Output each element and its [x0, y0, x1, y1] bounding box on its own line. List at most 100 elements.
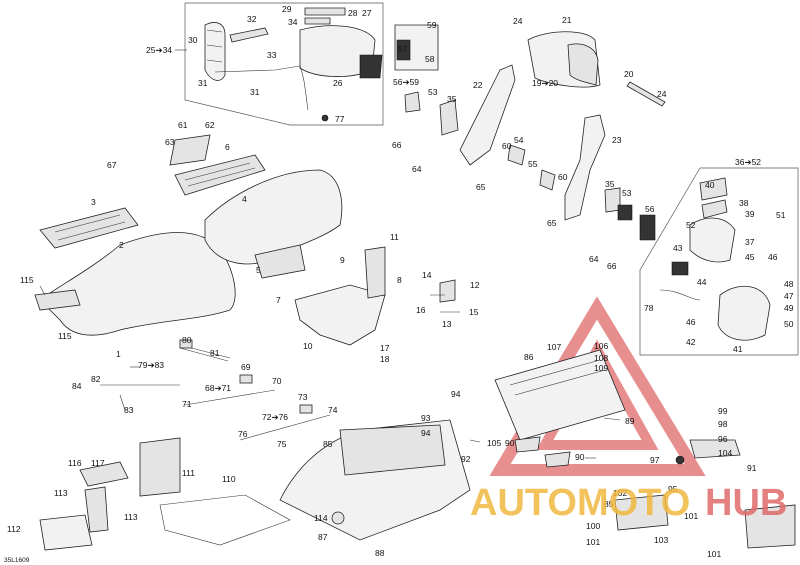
callout-label: 13 — [442, 319, 452, 329]
seat-assembly — [34, 134, 343, 336]
callout-label: 22 — [473, 80, 483, 90]
callout-label: 34 — [288, 17, 298, 27]
watermark-text-part1: AUTOMOTO — [470, 482, 690, 524]
callout-label: 103 — [654, 535, 668, 545]
callout-label: 93 — [421, 413, 431, 423]
callout-label: 35 — [447, 94, 457, 104]
callout-label: 26 — [333, 78, 343, 88]
seat-base — [294, 246, 460, 346]
callout-label: 98 — [718, 419, 728, 429]
callout-label: 86 — [524, 352, 534, 362]
callout-label: 32 — [247, 14, 257, 24]
callout-label: 23 — [612, 135, 622, 145]
callout-label: 50 — [784, 319, 794, 329]
callout-label: 55 — [528, 159, 538, 169]
callout-label: 59 — [427, 20, 437, 30]
callout-label: 60 — [558, 172, 568, 182]
callout-label: 105 — [487, 438, 501, 448]
callout-label: 82 — [91, 374, 101, 384]
callout-label: 101 — [684, 511, 698, 521]
leader-lines — [39, 49, 621, 459]
callout-label: 73 — [298, 392, 308, 402]
callout-label: 6 — [225, 142, 230, 152]
callout-label: 15 — [469, 307, 479, 317]
callout-label: 62 — [205, 120, 215, 130]
callout-label: 106 — [594, 341, 608, 351]
callout-label: 18 — [380, 354, 390, 364]
callout-label: 96 — [718, 434, 728, 444]
callout-label: 112 — [7, 524, 21, 534]
license-plate-brackets — [614, 439, 796, 549]
callout-label: 4 — [242, 194, 247, 204]
callout-label: 104 — [718, 448, 732, 458]
callout-label: 47 — [784, 291, 794, 301]
callout-label: 84 — [72, 381, 82, 391]
callout-label: 3 — [91, 197, 96, 207]
callout-label: 54 — [514, 135, 524, 145]
callout-label: 94 — [451, 389, 461, 399]
callout-label: 67 — [107, 160, 117, 170]
callout-label: 7 — [276, 295, 281, 305]
callout-label: 75 — [277, 439, 287, 449]
callout-label: 71 — [182, 399, 192, 409]
callout-label: 5 — [256, 265, 261, 275]
callout-label: 72➔76 — [262, 412, 288, 422]
callout-label: 48 — [784, 279, 794, 289]
callout-labels: 25➔34 30 32 29 34 28 27 33 26 31 31 77 5… — [7, 4, 794, 559]
callout-label: 52 — [686, 220, 696, 230]
callout-label: 36➔52 — [735, 157, 761, 167]
callout-label: 25➔34 — [146, 45, 172, 55]
callout-label: 74 — [328, 405, 338, 415]
backrest-pad-group — [184, 2, 384, 126]
callout-label: 31 — [250, 87, 260, 97]
callout-label: 12 — [470, 280, 480, 290]
callout-label: 109 — [594, 363, 608, 373]
diagram-id: 35L1609 — [4, 557, 30, 564]
callout-label: 37 — [745, 237, 755, 247]
callout-label: 28 — [348, 8, 358, 18]
callout-label: 100 — [586, 521, 600, 531]
callout-label: 94 — [421, 428, 431, 438]
callout-label: 2 — [119, 240, 124, 250]
watermark-text: AUTOMOTO HUB — [470, 482, 787, 524]
callout-label: 90 — [505, 438, 515, 448]
storage-compartment-group — [639, 167, 799, 356]
callout-label: 24 — [657, 89, 667, 99]
callout-label: 58 — [425, 54, 435, 64]
callout-label: 114 — [314, 513, 328, 523]
callout-label: 110 — [222, 474, 236, 484]
callout-label: 60 — [502, 141, 512, 151]
callout-label: 19➔20 — [532, 78, 558, 88]
callout-label: 113 — [54, 488, 68, 498]
callout-label: 111 — [182, 468, 195, 478]
callout-label: 88 — [375, 548, 385, 558]
callout-label: 56 — [645, 204, 655, 214]
callout-label: 38 — [739, 198, 749, 208]
callout-label: 33 — [267, 50, 277, 60]
callout-label: 43 — [673, 243, 683, 253]
callout-label: 57 — [398, 44, 408, 54]
callout-label: 27 — [362, 8, 372, 18]
callout-label: 17 — [380, 343, 390, 353]
callout-label: 30 — [188, 35, 198, 45]
callout-label: 20 — [624, 69, 634, 79]
callout-label: 11 — [390, 232, 399, 242]
callout-label: 49 — [784, 303, 794, 313]
callout-label: 77 — [335, 114, 345, 124]
callout-label: 8 — [397, 275, 402, 285]
callout-label: 64 — [589, 254, 599, 264]
callout-label: 90 — [575, 452, 585, 462]
callout-label: 14 — [422, 270, 432, 280]
callout-label: 61 — [178, 120, 188, 130]
callout-label: 56➔59 — [393, 77, 419, 87]
callout-label: 113 — [124, 512, 138, 522]
callout-label: 116 — [68, 458, 82, 468]
callout-label: 29 — [282, 4, 292, 14]
callout-label: 53 — [428, 87, 438, 97]
callout-label: 44 — [697, 277, 707, 287]
backrest-assembly — [394, 24, 666, 241]
callout-label: 40 — [705, 180, 715, 190]
trunk-tray — [279, 349, 626, 541]
callout-label: 68➔71 — [205, 383, 231, 393]
